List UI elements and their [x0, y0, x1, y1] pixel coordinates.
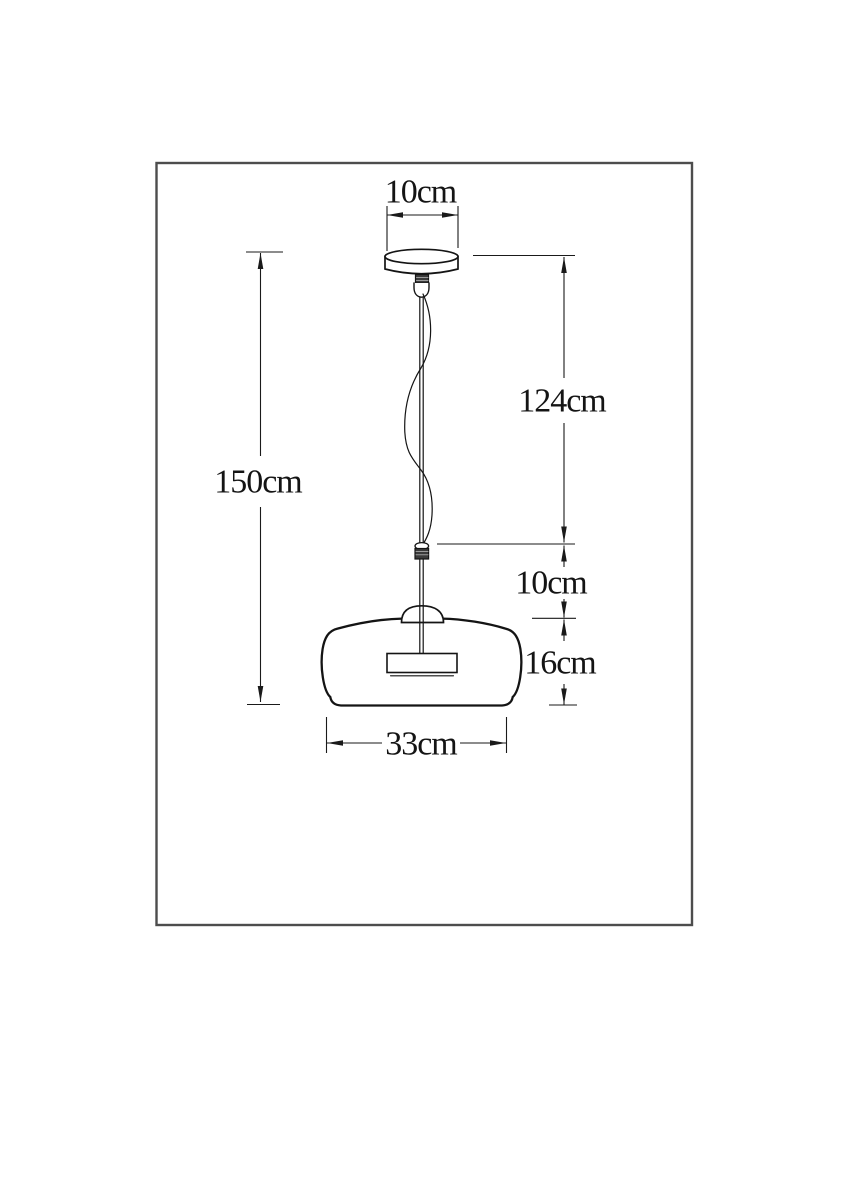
lamp-geometry: [320, 248, 523, 707]
arrow-up-icon: [257, 253, 264, 269]
dim-stem-gap: [532, 545, 576, 619]
dim-shade-width: [325, 717, 508, 753]
ceiling-canopy: [384, 248, 459, 275]
arrow-down-icon: [561, 601, 567, 618]
arrow-down-icon: [561, 526, 567, 543]
dim-label-stem-gap: 10cm: [515, 565, 587, 602]
suspension-cable: [419, 296, 424, 543]
dim-label-canopy-width: 10cm: [385, 174, 457, 211]
arrow-left-icon: [387, 212, 403, 218]
cord-grip: [413, 282, 430, 298]
arrow-right-icon: [490, 740, 506, 746]
dim-label-overall-height: 150cm: [214, 464, 302, 501]
dim-overall-height: [246, 251, 283, 706]
drawing-frame: [155, 161, 694, 927]
arrow-up-icon: [561, 545, 567, 562]
arrow-up-icon: [561, 619, 567, 636]
dim-canopy-width: [386, 206, 459, 251]
dim-label-shade-height: 16cm: [524, 645, 596, 682]
arrow-down-icon: [257, 686, 264, 702]
dimension-annotations: [246, 206, 577, 753]
canopy-thread-fitting: [414, 273, 430, 284]
cable-connector: [414, 541, 430, 560]
dim-label-shade-width: 33cm: [385, 726, 457, 763]
led-module: [386, 652, 458, 677]
dim-shade-height: [549, 619, 577, 706]
arrow-up-icon: [561, 257, 567, 273]
dim-drop-height: [437, 254, 575, 545]
dim-label-drop-height: 124cm: [518, 383, 606, 420]
shade-cap: [400, 604, 445, 624]
arrow-right-icon: [442, 212, 458, 218]
power-wire: [404, 293, 433, 547]
arrow-down-icon: [561, 688, 567, 705]
arrow-left-icon: [327, 740, 343, 746]
inner-stem: [419, 558, 424, 655]
